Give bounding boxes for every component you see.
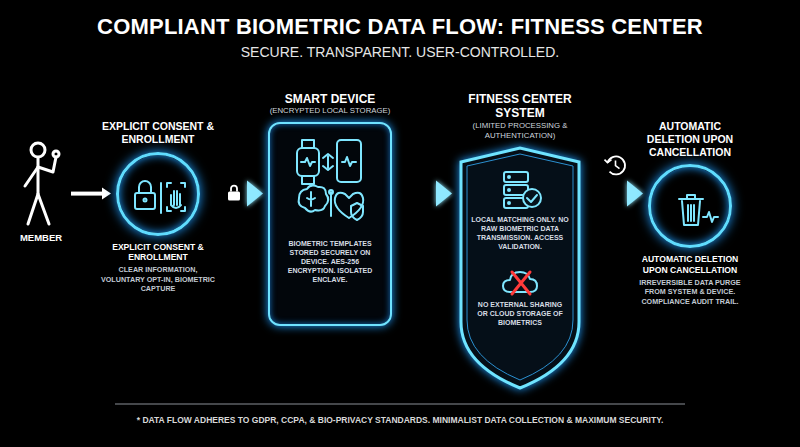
device-box: BIOMETRIC TEMPLATES STORED SECURELY ON D… (268, 122, 392, 326)
lock-icon (119, 155, 197, 233)
device-icons (291, 134, 369, 226)
lock-shackle (231, 186, 237, 192)
arrow-shaft (397, 188, 436, 199)
cloud-icon (500, 268, 540, 298)
member-figure (16, 140, 66, 228)
flow-arrow (588, 181, 643, 207)
step-heading: AUTOMATIC DELETION UPON CANCELLATION (631, 120, 749, 158)
step-subheading: (LIMITED PROCESSING & AUTHENTICATION) (440, 121, 600, 140)
device-step: SMART DEVICE(ENCRYPTED LOCAL STORAGE)BIO… (254, 92, 406, 326)
clock-hands (616, 161, 620, 169)
step-circle (648, 164, 732, 248)
step-description: IRREVERSIBLE DATA PURGE FROM SYSTEM & DE… (631, 278, 749, 306)
step-circle (116, 152, 200, 236)
flow-arrow (205, 181, 263, 207)
arrow-shaft (71, 192, 102, 196)
step-subheading: (ENCRYPTED LOCAL STORAGE) (250, 106, 410, 116)
trash-icon (651, 167, 729, 245)
lock-body (228, 192, 240, 201)
clock-badge (605, 156, 626, 174)
step-heading: FITNESS CENTER SYSTEM (445, 92, 595, 121)
arrowhead (436, 181, 452, 207)
member-label: MEMBER (6, 232, 76, 243)
step-heading: EXPLICIT CONSENT & ENROLLMENT (99, 120, 217, 146)
person-icon (16, 140, 66, 228)
diagram-title: COMPLIANT BIOMETRIC DATA FLOW: FITNESS C… (20, 14, 780, 40)
step-description: BIOMETRIC TEMPLATES STORED SECURELY ON D… (277, 240, 383, 285)
step-description: LOCAL MATCHING ONLY. NO RAW BIOMETRIC DA… (468, 216, 572, 252)
step-description: CLEAR INFORMATION, VOLUNTARY OPT-IN, BIO… (99, 265, 217, 293)
arrowhead (102, 188, 111, 200)
shield-border (461, 148, 579, 388)
arrowhead (247, 181, 263, 207)
clock-arrow (605, 160, 612, 163)
member-node: MEMBER (4, 140, 78, 243)
consent-step: EXPLICIT CONSENT & ENROLLMENT EXPLICIT CO… (93, 120, 223, 293)
flow-arrow (397, 181, 452, 207)
clock-ring (608, 156, 626, 174)
shield-shape: LOCAL MATCHING ONLY. NO RAW BIOMETRIC DA… (457, 146, 583, 390)
caption-rule (115, 404, 685, 405)
arrow-shaft (205, 188, 247, 199)
step-note: NO EXTERNAL SHARING OR CLOUD STORAGE OF … (473, 301, 567, 328)
deletion-step: AUTOMATIC DELETION UPON CANCELLATION AUTO… (625, 120, 755, 306)
caption-note: * DATA FLOW ADHERES TO GDPR, CCPA, & BIO… (40, 415, 760, 425)
step-heading: SMART DEVICE (255, 92, 405, 106)
system-step: FITNESS CENTER SYSTEM(LIMITED PROCESSING… (432, 92, 608, 390)
shield-inner-border (467, 154, 573, 380)
step-subheading: EXPLICIT CONSENT & ENROLLMENT (98, 242, 218, 263)
lock-badge (228, 186, 240, 201)
subtitle: SECURE. TRANSPARENT. USER-CONTROLLED. (20, 44, 780, 60)
step-subheading: AUTOMATIC DELETION UPON CANCELLATION (630, 254, 750, 275)
arrowhead (627, 181, 643, 207)
entry-arrow (71, 188, 111, 200)
arrow-shaft (588, 188, 627, 199)
server-icon (498, 168, 542, 210)
